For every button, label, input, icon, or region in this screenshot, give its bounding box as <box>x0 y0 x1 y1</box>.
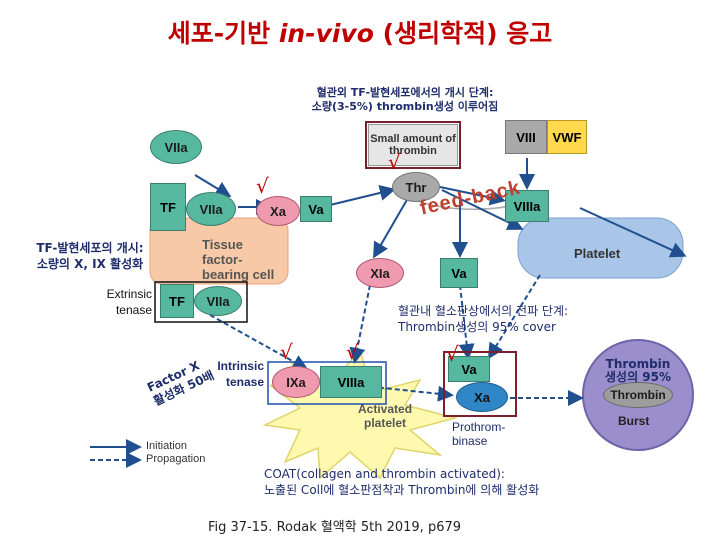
factor-viia-top: VIIa <box>150 130 202 164</box>
factor-va-top: Va <box>300 196 332 222</box>
extrinsic-tenase-label: Extrinsic tenase <box>106 287 152 317</box>
factor-ixa: IXa <box>272 366 320 398</box>
intrinsic-highlight <box>267 361 387 405</box>
initiation-note: 혈관외 TF-발현세포에서의 개시 단계: 소량(3-5%) thrombin생… <box>250 86 560 114</box>
citation: Fig 37-15. Rodak 혈액학 5th 2019, p679 <box>208 520 462 535</box>
check-mark: √ <box>446 342 459 366</box>
check-mark: √ <box>346 340 359 364</box>
arrow-extrinsic-to-ixa <box>209 314 309 370</box>
factor-viia-mid: VIIa <box>186 192 236 226</box>
factor-viii: VIII <box>505 120 547 154</box>
title-part3: (생리학적) 응고 <box>373 19 553 48</box>
arrow-va-down <box>458 284 475 360</box>
prothrombinase-label: Prothrom- binase <box>452 420 506 448</box>
small-thrombin-box: Small amount of thrombin <box>368 124 458 166</box>
arrow-thr-to-viiia <box>439 186 506 206</box>
check-mark: √ <box>256 174 269 198</box>
factor-thr: Thr <box>392 172 440 202</box>
factor-va-low: Va <box>448 356 490 382</box>
intrinsic-tenase-label: Intrinsic tenase <box>217 359 264 389</box>
factor-viiia-top: VIIIa <box>505 190 549 222</box>
propagation-note: 혈관내 혈소판상에서의 전파 단계: Thrombin생성의 95% cover <box>398 304 569 334</box>
factor-xa: Xa <box>256 196 300 226</box>
activated-platelet-label: Activated platelet <box>358 402 413 430</box>
coat-note: COAT(collagen and thrombin activated): 노… <box>264 467 540 497</box>
slide-title: 세포-기반 in-vivo (생리학적) 응고 <box>0 14 720 50</box>
title-part2: in-vivo <box>278 19 374 48</box>
arrow-xia-to-ixa <box>349 284 371 364</box>
initiation-note-line1: 혈관외 TF-발현세포에서의 개시 단계: <box>316 86 494 99</box>
thrombin-inner: Thrombin <box>603 382 673 408</box>
legend-initiation-label: Initiation <box>146 440 187 452</box>
burst-label: Thrombin 생성의 95% <box>604 357 672 384</box>
factor-tf-low: TF <box>160 284 194 318</box>
factor-xa-low: Xa <box>456 382 508 412</box>
arrow-vwf-to-platelet <box>579 207 687 258</box>
factor-viiia-low: VIIIa <box>320 366 382 398</box>
check-mark: √ <box>388 150 401 174</box>
prothrombinase-highlight <box>443 351 517 417</box>
extrinsic-highlight <box>154 281 248 323</box>
factor-xia: XIa <box>356 258 404 288</box>
initiation-note-line2: 소량(3-5%) thrombin생성 이루어짐 <box>311 100 499 113</box>
factor-va-mid: Va <box>440 258 478 288</box>
burst-sub-label: Burst <box>618 414 650 428</box>
tissue-cell-label: Tissue factor-bearing cell <box>202 237 275 282</box>
factor-vwf: VWF <box>547 120 587 154</box>
arrow-xa-to-thr <box>329 185 396 206</box>
arrow-thr-to-xia <box>372 197 409 259</box>
title-part1: 세포-기반 <box>167 19 279 48</box>
arrow-viia-to-tf <box>194 174 232 198</box>
factor-tf-top: TF <box>150 183 186 231</box>
platelet-label: Platelet <box>574 246 621 261</box>
tf-initiation-label: TF-발현세포의 개시: 소량의 X, IX 활성화 <box>36 241 144 271</box>
legend-propagation-label: Propagation <box>146 453 206 465</box>
small-thrombin-highlight <box>365 121 461 169</box>
factor-viia-low: VIIa <box>194 286 242 316</box>
check-mark: √ <box>280 340 293 364</box>
